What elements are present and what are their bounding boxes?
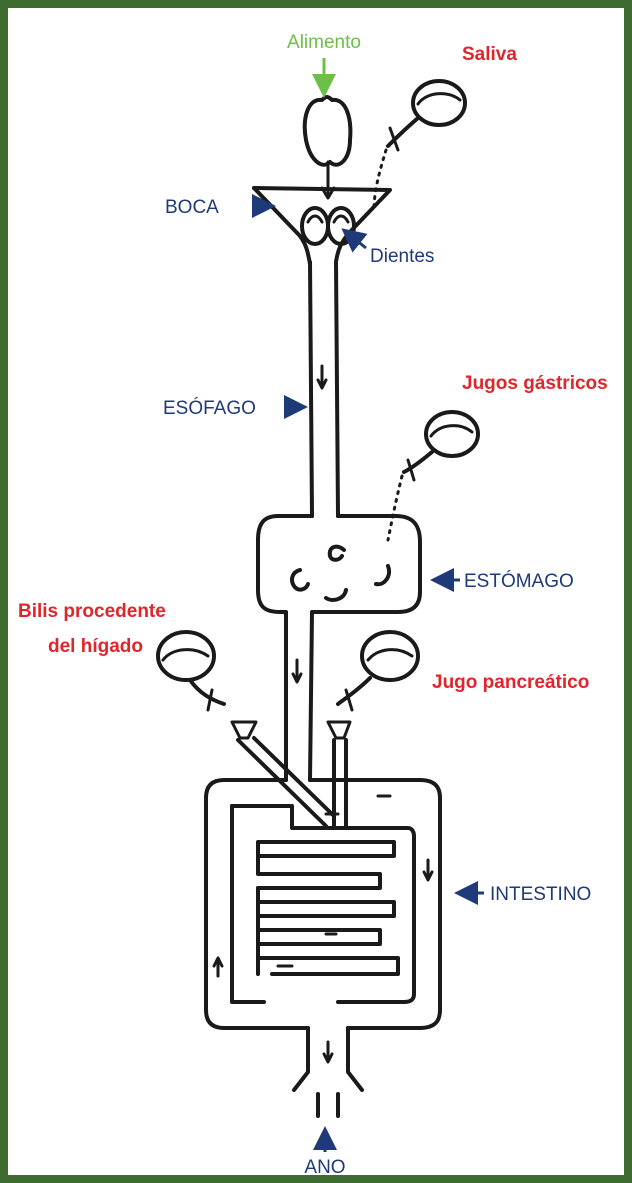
stomach-label: ESTÓMAGO: [464, 570, 574, 592]
esophagus-tube: [308, 260, 340, 518]
esophagus-label: ESÓFAGO: [163, 397, 256, 419]
rectum: [292, 1026, 364, 1118]
intestine-label: INTESTINO: [490, 884, 591, 905]
bile-label-line2: del hígado: [48, 636, 143, 657]
teeth-label: Dientes: [370, 246, 434, 267]
gastric-gland: [386, 410, 480, 542]
food-label: Alimento: [287, 32, 361, 53]
intestine: [204, 778, 442, 1064]
bile-label-line1: Bilis procedente: [18, 601, 166, 622]
anus-label: ANO: [304, 1157, 345, 1178]
gastric-juices-label: Jugos gástricos: [462, 373, 608, 394]
bile-gland: [156, 630, 336, 828]
saliva-label: Saliva: [462, 44, 517, 65]
mouth-label: BOCA: [165, 197, 219, 218]
stomach: [256, 514, 422, 782]
pancreatic-gland: [326, 630, 420, 828]
teeth: [300, 206, 356, 246]
food-piece: [302, 95, 353, 200]
pancreatic-juice-label: Jugo pancreático: [432, 672, 589, 693]
teeth-pointer-arrow: [341, 228, 368, 253]
